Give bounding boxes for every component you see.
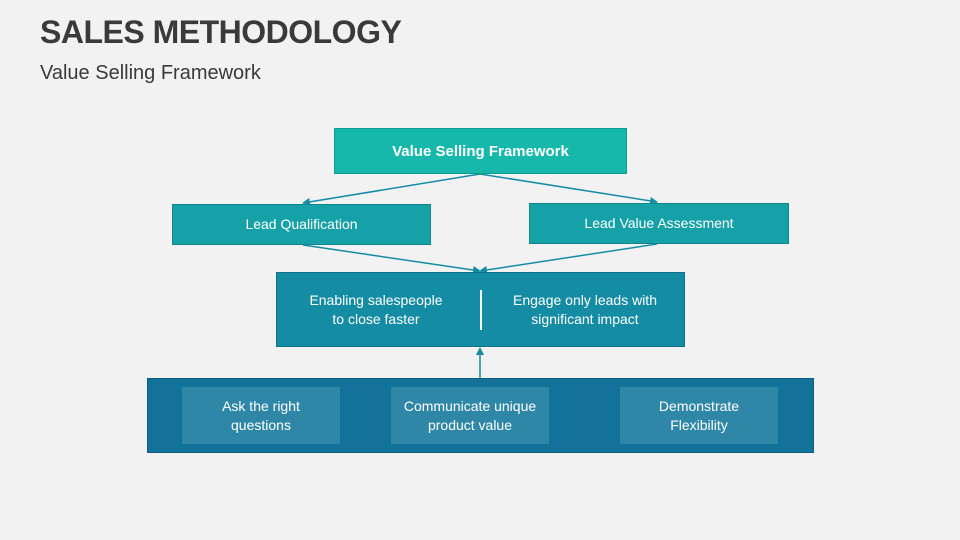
lead-qualification-box: Lead Qualification — [172, 204, 431, 245]
benefit-left: Enabling salespeople to close faster — [277, 291, 475, 329]
foundation-item-ask-questions: Ask the right questions — [182, 387, 340, 444]
foundations-box: Ask the right questions Communicate uniq… — [147, 378, 814, 453]
benefit-right-label: Engage only leads with significant impac… — [513, 291, 657, 327]
foundation-item-flexibility: Demonstrate Flexibility — [620, 387, 778, 444]
arrow-from-lead-qualification — [302, 244, 481, 274]
foundation-item-label: Demonstrate Flexibility — [658, 397, 740, 433]
arrow-to-lead-qualification — [302, 173, 481, 206]
benefits-divider — [479, 289, 482, 330]
page-subtitle: Value Selling Framework — [40, 62, 261, 84]
arrow-to-lead-value-assessment — [479, 173, 658, 205]
foundation-item-label: Communicate unique product value — [403, 397, 537, 433]
foundation-item-label: Ask the right questions — [222, 397, 300, 433]
benefits-box: Enabling salespeople to close faster Eng… — [276, 272, 685, 347]
foundation-item-product-value: Communicate unique product value — [391, 387, 549, 444]
value-selling-framework-box: Value Selling Framework — [334, 128, 627, 174]
benefit-left-label: Enabling salespeople to close faster — [309, 291, 443, 327]
arrow-from-lead-value-assessment — [479, 243, 658, 274]
page-title: SALES METHODOLOGY — [40, 14, 402, 50]
lead-value-assessment-box: Lead Value Assessment — [529, 203, 789, 244]
benefit-right: Engage only leads with significant impac… — [486, 291, 684, 329]
lead-qualification-label: Lead Qualification — [245, 216, 358, 232]
value-selling-framework-label: Value Selling Framework — [392, 142, 569, 160]
lead-value-assessment-label: Lead Value Assessment — [584, 215, 734, 231]
